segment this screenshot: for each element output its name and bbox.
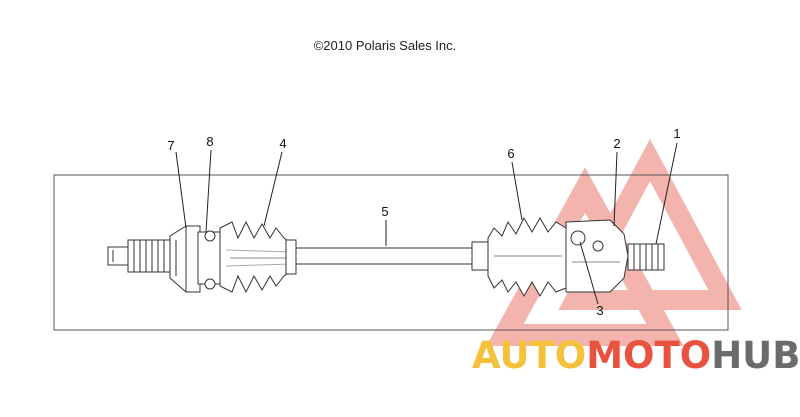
watermark-text: AUTOMOTOHUB [472,334,800,377]
callout-5: 5 [381,204,389,219]
callout-1: 1 [673,126,681,141]
callout-3: 3 [596,303,604,318]
leader-lines [175,142,678,305]
watermark-part-auto: AUTO [472,334,587,377]
outer-stub-shaft [627,243,665,271]
inner-cv-boot [219,220,297,294]
outer-cv-housing [565,219,629,293]
main-shaft [295,247,473,265]
copyright-text: ©2010 Polaris Sales Inc. [313,38,457,53]
inner-cv-housing [169,225,221,293]
inner-stub-shaft [107,239,171,273]
callout-4: 4 [279,136,287,151]
callout-8: 8 [206,134,214,149]
callout-2: 2 [613,136,621,151]
watermark-part-moto: MOTO [586,334,712,377]
callout-6: 6 [507,146,515,161]
outer-cv-boot [471,216,567,298]
diagram-frame [53,174,729,331]
watermark-part-hub: HUB [711,334,800,377]
callout-7: 7 [167,138,175,153]
